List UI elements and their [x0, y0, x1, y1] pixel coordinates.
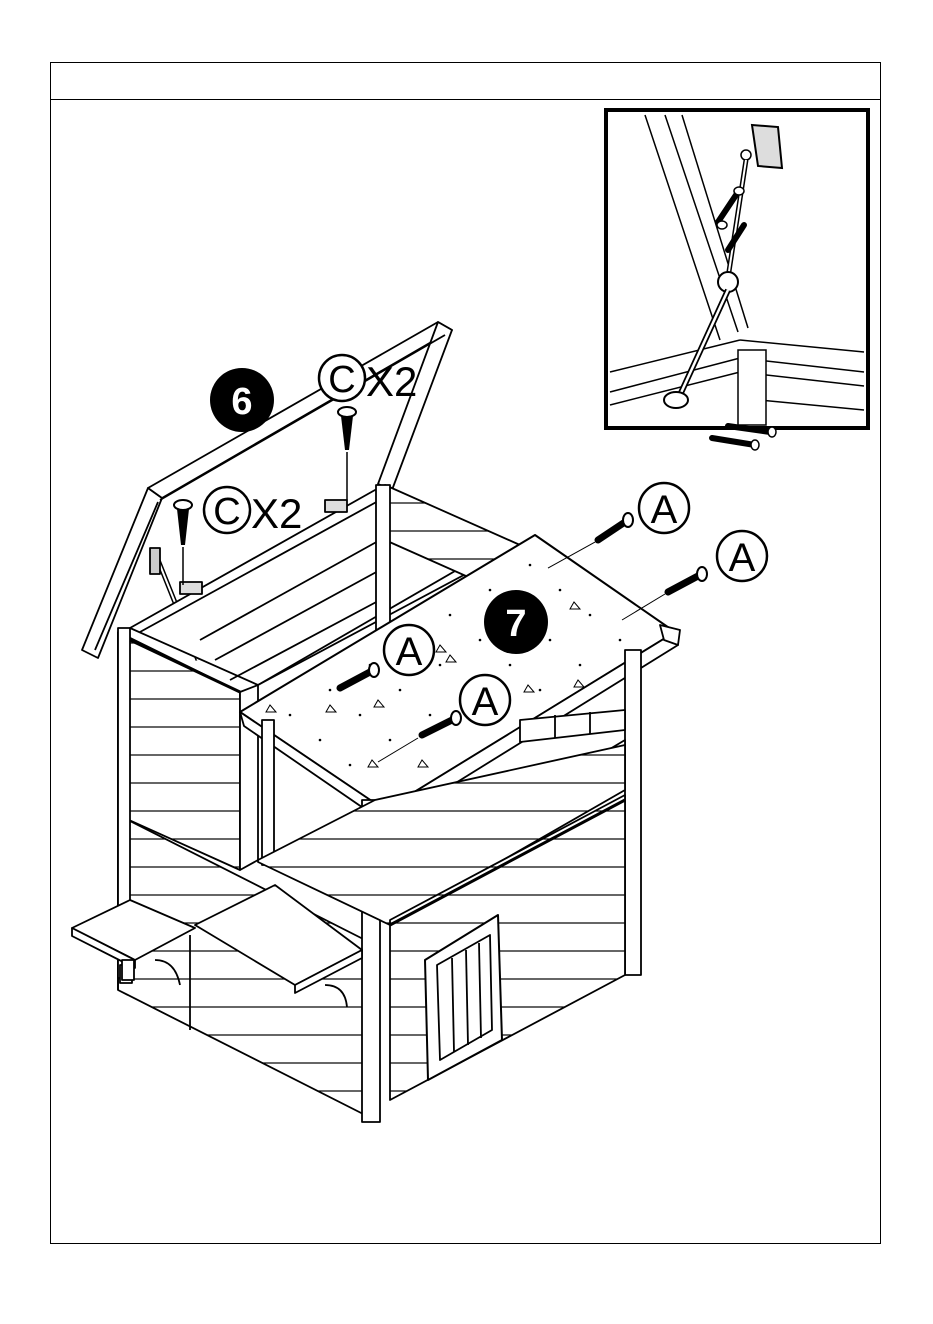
- svg-text:A: A: [651, 488, 678, 532]
- svg-text:A: A: [396, 630, 423, 674]
- svg-text:C: C: [213, 491, 240, 533]
- bolt-a-callout-3: A: [384, 625, 434, 675]
- screw-c-icon: [338, 407, 356, 500]
- svg-text:6: 6: [231, 381, 252, 423]
- bolt-a-callout-2: A: [717, 531, 767, 581]
- svg-text:X2: X2: [366, 358, 417, 405]
- detail-inset: [606, 110, 868, 450]
- svg-text:A: A: [729, 536, 756, 580]
- step-badge-7: 7: [484, 590, 548, 654]
- bolt-a-callout-1: A: [639, 483, 689, 533]
- svg-text:X2: X2: [251, 490, 302, 537]
- svg-text:A: A: [472, 680, 499, 724]
- screw-c-callout-left: C X2: [204, 487, 302, 537]
- step-badge-6: 6: [210, 368, 274, 432]
- svg-text:7: 7: [505, 603, 526, 645]
- bolt-a-icon: [622, 567, 707, 620]
- screw-c-icon: [174, 500, 192, 585]
- svg-text:C: C: [328, 359, 355, 401]
- bolt-a-callout-4: A: [460, 675, 510, 725]
- cat-house-drawing: [72, 322, 680, 1122]
- inset-screw-icon: [712, 438, 759, 450]
- screw-c-callout-right: C X2: [319, 355, 417, 405]
